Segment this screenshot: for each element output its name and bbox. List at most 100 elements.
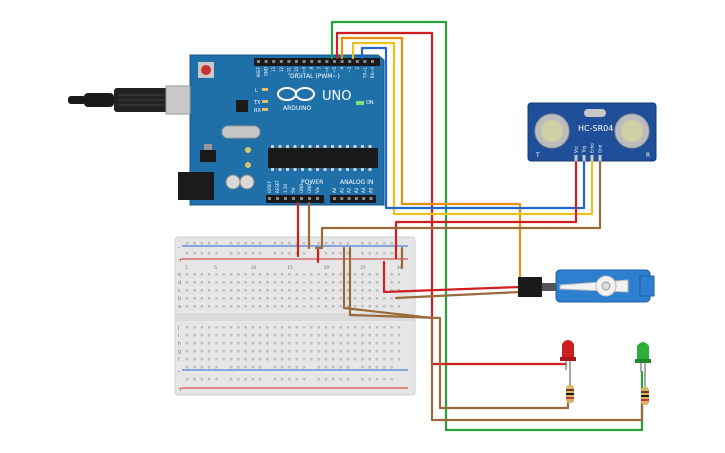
servo-motor[interactable] (518, 269, 655, 303)
column-label: 15 (287, 265, 293, 271)
servo-horn[interactable] (559, 275, 629, 297)
column-label: 10 (251, 265, 257, 271)
digital-pin-label: 4 (340, 67, 345, 70)
row-label: d (178, 280, 181, 286)
digital-pin-label: ~6 (324, 67, 329, 73)
sensor-pin[interactable] (590, 155, 594, 162)
analog-pin[interactable] (333, 197, 336, 200)
sensor-pin[interactable] (598, 155, 602, 162)
power-pin[interactable] (276, 197, 279, 200)
sensor-pin-label: Trig (582, 145, 587, 154)
power-pin[interactable] (300, 197, 303, 200)
digital-pin[interactable] (264, 60, 268, 63)
red-led[interactable] (560, 340, 576, 385)
digital-pin[interactable] (348, 60, 352, 63)
column-label: 25 (360, 265, 366, 271)
digital-pin-label: TX→1 (362, 67, 367, 80)
digital-pin-label: ~10 (294, 67, 299, 76)
row-label: e (178, 272, 181, 278)
analog-pin[interactable] (354, 197, 358, 200)
rail-minus-label-bottom: - (178, 368, 180, 375)
resistor-green[interactable] (641, 387, 649, 405)
wire-servo-vcc (382, 260, 522, 294)
power-pin-label: Vin (315, 186, 320, 193)
digital-pin-label: 12 (279, 67, 284, 73)
power-pin-label: 5V (291, 187, 296, 193)
brand-label: ARDUINO (283, 105, 312, 112)
digital-pin-label: 8 (309, 67, 314, 70)
rail-plus-label-bottom: + (178, 386, 183, 393)
digital-pin[interactable] (272, 60, 276, 63)
analog-pin[interactable] (369, 197, 373, 200)
row-label: h (178, 341, 181, 347)
analog-pin-label: A5 (369, 187, 374, 193)
sensor-pin-label: Gnd (598, 144, 603, 153)
jumper-2 (342, 246, 644, 422)
power-pin[interactable] (292, 197, 295, 200)
power-pin[interactable] (268, 197, 271, 200)
digital-pin-label: 2 (355, 67, 360, 70)
digital-pin[interactable] (340, 60, 344, 63)
analog-pin-label: A2 (347, 187, 352, 193)
digital-pin[interactable] (287, 60, 291, 63)
row-label: a (178, 304, 181, 310)
power-pin-label: RESET (275, 180, 280, 193)
power-jack (178, 172, 214, 200)
crystal (221, 125, 261, 139)
analog-header (330, 195, 376, 203)
analog-pin[interactable] (362, 197, 366, 200)
column-label: 20 (324, 265, 330, 271)
sensor-pin-label: Vcc (574, 146, 579, 153)
l-label: L (255, 88, 258, 94)
wire-sensor-vcc (394, 160, 578, 260)
usb-cable (68, 85, 191, 115)
green-led[interactable] (635, 342, 651, 387)
servo-connector (518, 277, 542, 297)
arduino-logo-icon (277, 87, 315, 101)
sensor-pin-label: Echo (590, 143, 595, 153)
digital-pin[interactable] (355, 60, 359, 63)
model-label: UNO (322, 89, 351, 104)
atmega-chip (268, 148, 378, 168)
wire-servo-gnd (394, 290, 522, 300)
digital-pin[interactable] (279, 60, 283, 63)
analog-label: ANALOG IN (340, 179, 373, 186)
analog-pin[interactable] (347, 197, 351, 200)
resistor-red[interactable] (566, 385, 574, 403)
sensor-pin[interactable] (582, 155, 586, 162)
digital-pin[interactable] (333, 60, 336, 63)
digital-pin[interactable] (325, 60, 329, 63)
digital-pin[interactable] (310, 60, 314, 63)
digital-pin-label: ~9 (302, 67, 307, 73)
analog-pin-label: A3 (354, 187, 359, 193)
power-pin[interactable] (316, 197, 319, 200)
digital-pin[interactable] (317, 60, 321, 63)
analog-pin-label: A4 (361, 187, 366, 193)
analog-pin[interactable] (340, 197, 344, 200)
power-pin-label: IOREF (267, 180, 272, 193)
digital-pin[interactable] (371, 60, 374, 63)
digital-pin[interactable] (302, 60, 306, 63)
row-label: g (178, 349, 181, 355)
power-pin-label: 3.3V (283, 184, 288, 193)
rail-minus-label: - (178, 244, 180, 251)
power-pin[interactable] (308, 197, 311, 200)
digital-pin-label: AREF (256, 66, 261, 77)
sensor-t-label: T (535, 152, 540, 159)
power-label: POWER (301, 179, 323, 186)
digital-pin[interactable] (295, 60, 298, 63)
power-pin[interactable] (284, 197, 287, 200)
digital-pin[interactable] (363, 60, 367, 63)
analog-pin-label: A1 (339, 187, 344, 193)
sensor-pin[interactable] (574, 155, 578, 162)
digital-pin[interactable] (257, 60, 260, 63)
row-label: c (178, 288, 181, 294)
transducer-right (614, 113, 650, 149)
row-label: b (178, 296, 181, 302)
row-label: f (178, 357, 180, 363)
transducer-left (534, 113, 570, 149)
on-label: ON (366, 100, 374, 106)
